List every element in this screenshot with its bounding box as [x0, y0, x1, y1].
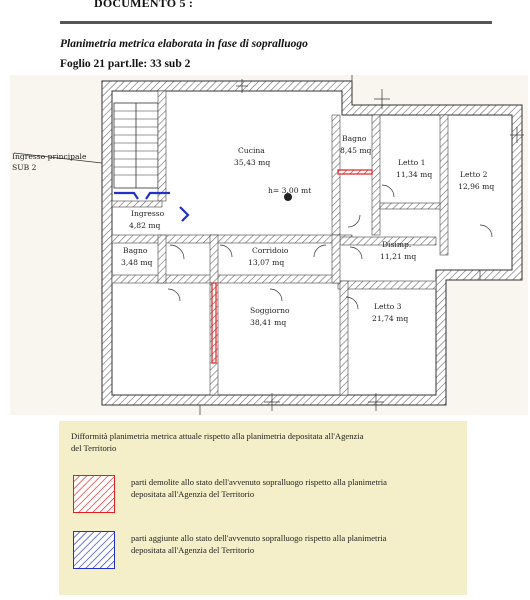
entrance-sub-label: SUB 2	[12, 163, 37, 172]
floor-plan: Ingresso principale SUB 2 h= 3.00 mt Cuc…	[10, 75, 528, 415]
red-hatch-swatch	[73, 475, 115, 513]
room-name: Letto 2	[460, 170, 488, 179]
header-rule	[60, 21, 492, 24]
room-area: 21,74 mq	[372, 314, 408, 323]
added-parts	[114, 191, 190, 222]
room-area: 35,43 mq	[234, 158, 270, 167]
room-area: 11,34 mq	[396, 170, 432, 179]
document-header: DOCUMENTO 5 :	[94, 0, 194, 10]
room-name: Soggiorno	[250, 306, 290, 315]
room-name: Letto 3	[374, 302, 402, 311]
legend-title: Difformità planimetria metrica attuale r…	[71, 431, 364, 453]
cadastral-reference: Foglio 21 part.lle: 33 sub 2	[60, 58, 191, 70]
room-area: 8,45 mq	[340, 146, 372, 155]
room-name: Corridoio	[252, 246, 289, 255]
room-name: Bagno	[342, 134, 367, 143]
legend-text-added: parti aggiunte allo stato dell'avvenuto …	[131, 533, 387, 555]
room-area: 11,21 mq	[380, 252, 416, 261]
floor-plan-drawing: Ingresso principale SUB 2 h= 3.00 mt Cuc…	[12, 75, 524, 415]
plan-labels: Ingresso principale SUB 2 h= 3.00 mt Cuc…	[12, 134, 494, 327]
entrance-label: Ingresso principale	[12, 152, 87, 161]
door-swings	[167, 184, 493, 310]
window-marks	[236, 79, 524, 411]
measurement-marker	[284, 193, 292, 201]
height-note: h= 3.00 mt	[268, 186, 311, 195]
legend-item-added: parti aggiunte allo stato dell'avvenuto …	[73, 531, 463, 571]
stairwell	[113, 102, 159, 189]
room-name: Cucina	[238, 146, 265, 155]
demolished-parts	[211, 169, 373, 364]
interior-walls	[111, 90, 449, 396]
room-area: 12,96 mq	[458, 182, 494, 191]
legend-item-demolished: parti demolite allo stato dell'avvenuto …	[73, 475, 463, 515]
external-details	[13, 75, 481, 415]
room-name: Disimp.	[382, 240, 411, 249]
room-area: 38,41 mq	[250, 318, 286, 327]
room-name: Letto 1	[398, 158, 425, 167]
room-name: Ingresso	[131, 209, 165, 218]
room-name: Bagno	[123, 246, 148, 255]
room-area: 4,82 mq	[129, 221, 161, 230]
legend-text-demolished: parti demolite allo stato dell'avvenuto …	[131, 477, 387, 499]
blue-hatch-swatch	[73, 531, 115, 569]
room-area: 13,07 mq	[248, 258, 284, 267]
room-area: 3,48 mq	[121, 258, 153, 267]
plan-caption: Planimetria metrica elaborata in fase di…	[60, 38, 308, 50]
legend-panel: Difformità planimetria metrica attuale r…	[59, 421, 467, 595]
